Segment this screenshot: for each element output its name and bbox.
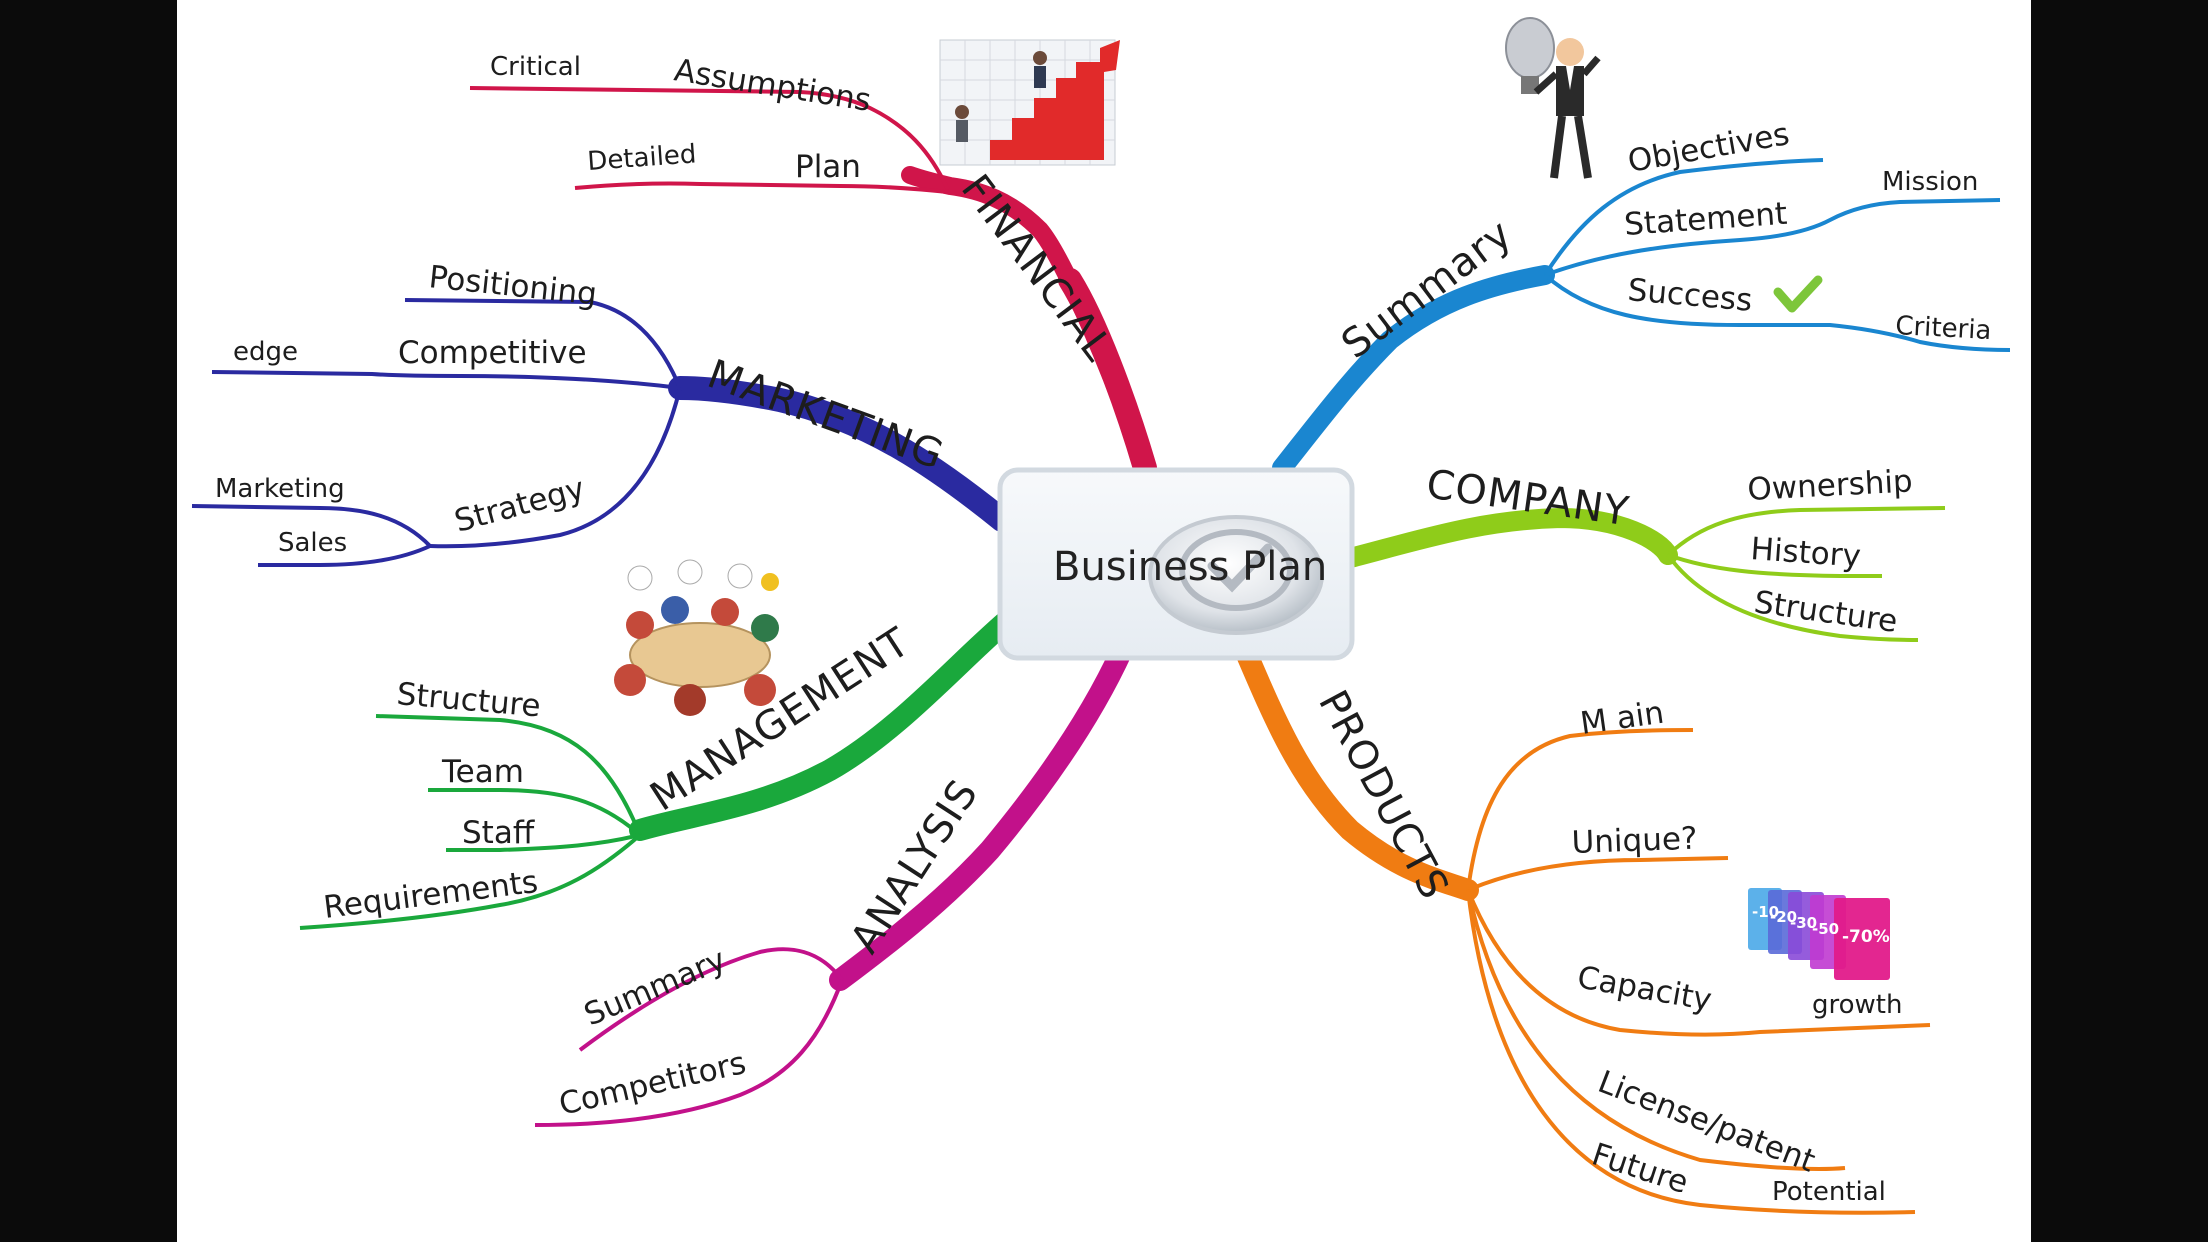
sales-label: Sales [278, 528, 347, 558]
unique-label: Unique? [1571, 821, 1698, 861]
branch-management [299, 607, 1021, 930]
branch-analysis [534, 639, 1133, 1127]
discount-tag: -10 [1752, 903, 1779, 921]
branch-summary [1272, 158, 2011, 478]
competitive-label: Competitive [398, 335, 587, 371]
discount-tag: -20 [1770, 908, 1797, 926]
discount-bag [1834, 898, 1890, 980]
discount-tag: -50 [1812, 920, 1839, 938]
history-label: History [1749, 531, 1862, 575]
central-topic[interactable]: Business Plan [997, 467, 1355, 661]
ownership-label: Ownership [1747, 463, 1914, 508]
check-seal-icon [1148, 515, 1324, 635]
meeting-table-icon [614, 559, 779, 716]
checkmark-icon [1773, 275, 1823, 313]
branch-financial [469, 86, 1157, 480]
marketing-sub-label: Marketing [215, 474, 345, 504]
branch-marketing [191, 298, 1014, 567]
potential-label: Potential [1772, 1177, 1886, 1207]
discount-bags-icon: -10 -20 -30 -50 -70% [1748, 888, 1890, 980]
growth-label: growth [1812, 990, 1902, 1020]
criteria-label: Criteria [1895, 311, 1993, 346]
discount-tag: -30 [1790, 914, 1817, 932]
staff-label: Staff [462, 815, 535, 851]
critical-label: Critical [490, 52, 581, 82]
plan-label: Plan [795, 149, 861, 185]
stair-climb-chart-icon [939, 39, 1120, 166]
branch-company [1340, 506, 1946, 642]
team-label: Team [441, 754, 524, 790]
discount-tag: -70% [1842, 927, 1890, 947]
lightbulb-man-icon [1505, 17, 1601, 179]
mission-label: Mission [1882, 167, 1978, 197]
edge-label: edge [233, 337, 298, 367]
central-topic-title: Business Plan [1053, 544, 1327, 590]
branch-products [1234, 639, 1931, 1215]
